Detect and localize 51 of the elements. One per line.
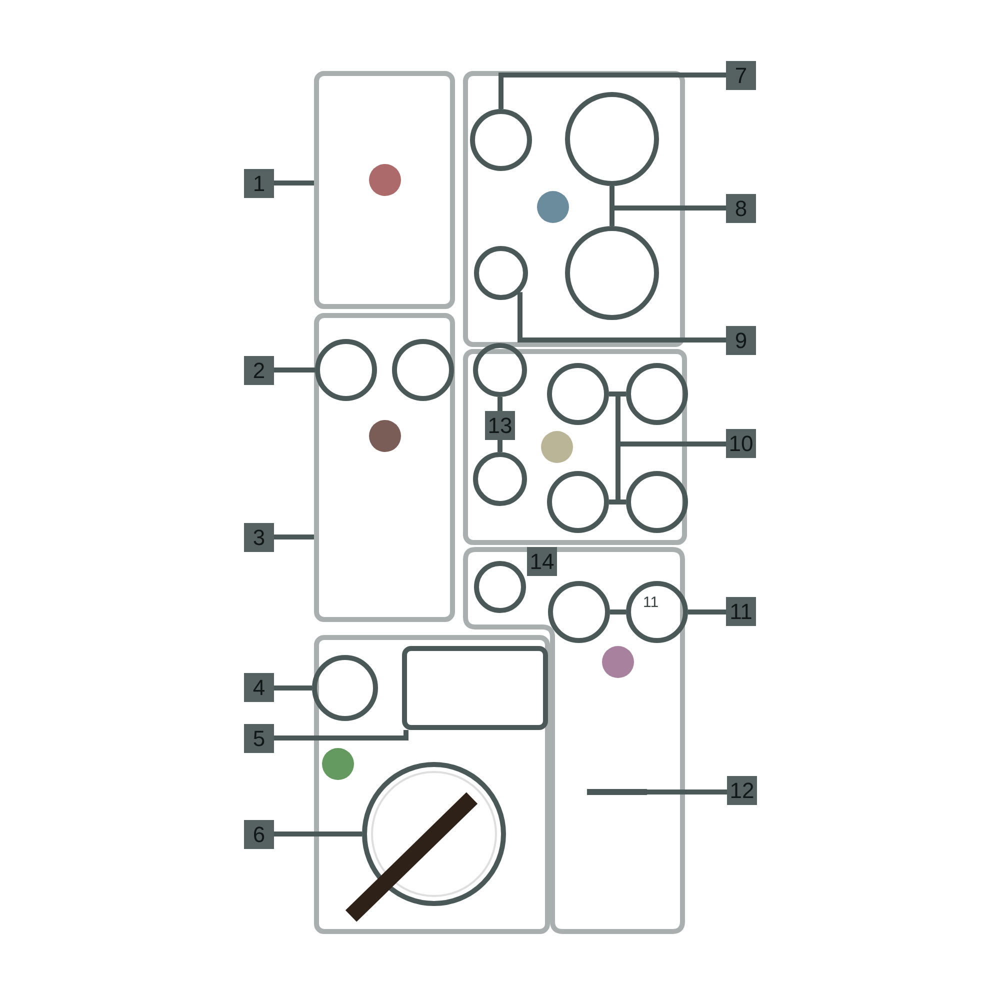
callout-number: 8: [726, 194, 756, 223]
leader-line: [647, 790, 727, 794]
callout-number: 11: [643, 594, 659, 611]
leader-line: [518, 292, 726, 342]
callout-number: 4: [244, 673, 274, 702]
callout-number: 5: [244, 724, 274, 753]
circle-outline: [474, 246, 528, 300]
bar-mark: [587, 789, 647, 795]
circle-outline: [474, 561, 526, 613]
leader-line: [498, 397, 502, 411]
callout-number: 1: [244, 169, 274, 198]
callout-number: 13: [485, 411, 515, 440]
leader-line: [498, 72, 726, 109]
circle-outline: [473, 452, 527, 506]
circle-outline: [470, 109, 532, 171]
circle-outline: [547, 363, 609, 425]
circle-outline: [548, 581, 610, 643]
circle-outline: [315, 339, 377, 401]
leader-line: [610, 610, 626, 614]
panel: [463, 547, 685, 934]
circle-outline: [626, 363, 688, 425]
leader-line: [274, 534, 314, 540]
callout-number: 9: [726, 326, 756, 355]
callout-number: 14: [527, 547, 557, 576]
callout-number: 2: [244, 356, 274, 385]
panel: [314, 635, 550, 934]
panel: [463, 71, 685, 347]
circle-outline: [626, 581, 688, 643]
leader-line: [274, 686, 312, 690]
leader-line: [498, 440, 502, 452]
leader-line: [274, 730, 408, 740]
circle-outline: [547, 471, 609, 533]
callout-number: 6: [244, 820, 274, 849]
panel: [314, 71, 455, 309]
circle-outline: [473, 343, 527, 397]
leader-line: [274, 832, 362, 836]
callout-number: 3: [244, 523, 274, 552]
leader-line: [274, 180, 314, 186]
rounded-rect-outline: [402, 646, 548, 730]
circle-outline: [565, 92, 659, 186]
callout-number: 7: [726, 61, 756, 90]
circle-outline: [392, 339, 454, 401]
callout-number: 11: [726, 597, 756, 626]
callout-number: 10: [726, 429, 756, 458]
circle-outline: [626, 471, 688, 533]
circle-outline: [312, 655, 378, 721]
leader-line: [274, 368, 315, 372]
dial-outline: [362, 762, 506, 906]
circle-outline: [565, 226, 659, 320]
leader-line: [688, 610, 726, 614]
callout-number: 12: [727, 776, 757, 805]
